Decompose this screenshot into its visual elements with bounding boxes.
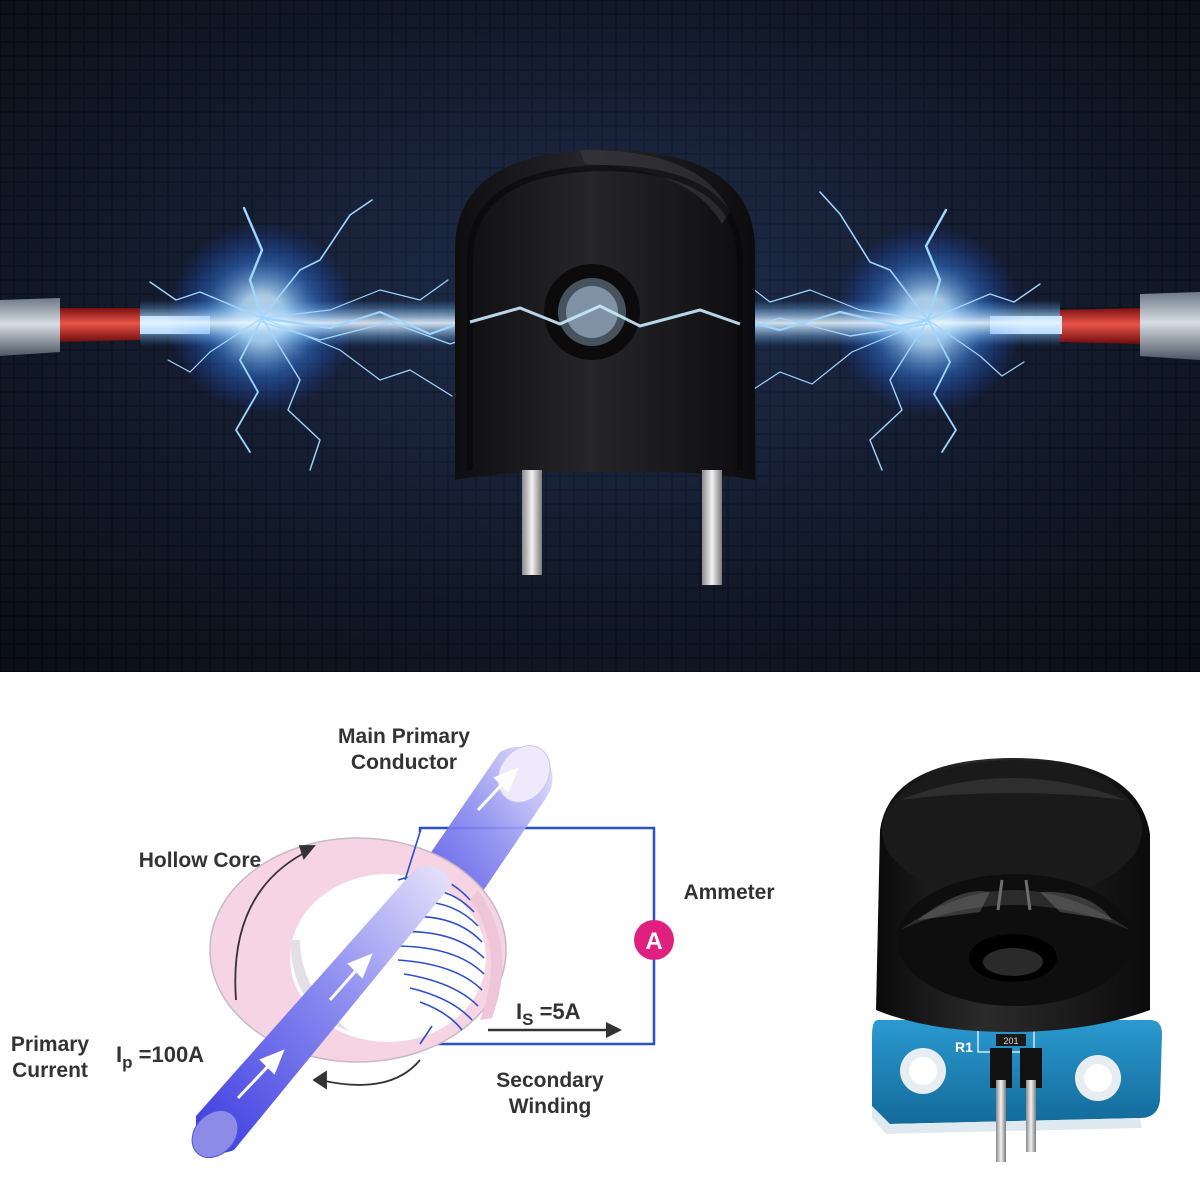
secondary-current-arrow xyxy=(488,1022,622,1038)
pcb-board: R1 201 xyxy=(872,1020,1162,1134)
ammeter-circuit-line xyxy=(418,826,656,1046)
flux-arrow-icon xyxy=(234,845,421,1090)
primary-label: Primary xyxy=(11,1033,90,1056)
current-label: Current xyxy=(12,1059,88,1082)
transformer-body xyxy=(455,149,755,585)
sensor-module-photo-icon: R1 201 xyxy=(872,758,1162,1162)
ammeter-label: Ammeter xyxy=(683,881,774,904)
hollow-core-label: Hollow Core xyxy=(139,849,262,872)
ct-diagram: A Main Primary Conductor Hollow Core Amm… xyxy=(11,725,775,1159)
main-primary-label: Main Primary xyxy=(338,725,470,748)
current-transformer-photo-icon xyxy=(0,0,1200,672)
primary-conductor-icon xyxy=(191,866,452,1159)
module-transformer-body xyxy=(876,758,1150,1032)
lightning-icon xyxy=(149,191,1041,471)
primary-current-symbol: Ip =100A xyxy=(116,1042,204,1072)
secondary-current-symbol: IS =5A xyxy=(516,999,581,1029)
secondary-label: Secondary xyxy=(496,1069,604,1092)
current-arrow-icon xyxy=(236,767,519,1100)
ammeter-symbol: A xyxy=(645,928,662,955)
ammeter-icon: A xyxy=(634,920,674,960)
winding-label: Winding xyxy=(509,1095,592,1118)
conductor-label: Conductor xyxy=(351,751,457,774)
r1-marking: R1 xyxy=(955,1039,973,1055)
right-wire xyxy=(990,292,1200,360)
resistor-marking: 201 xyxy=(1003,1036,1018,1046)
